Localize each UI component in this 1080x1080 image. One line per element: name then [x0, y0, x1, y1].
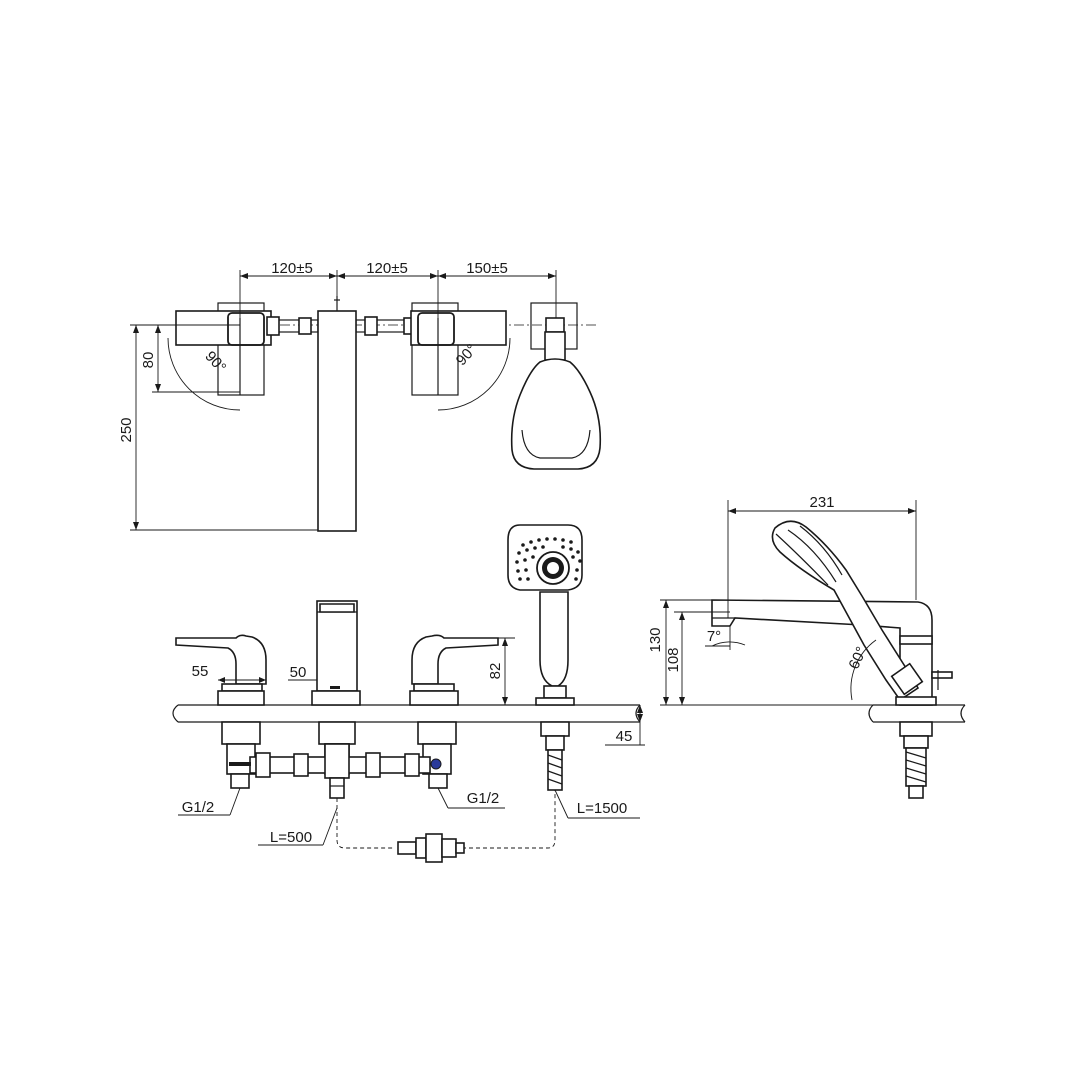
front-hoses [336, 790, 556, 863]
dim-height-250: 250 [118, 417, 135, 442]
dim-thread-left: G1/2 [182, 799, 215, 816]
top-hand-shower [510, 302, 602, 470]
dim-hose-500: L=500 [270, 829, 312, 846]
front-dims: 55 50 82 45 G1/2 G1/2 L=500 L=15 [178, 637, 645, 846]
dim-length-231: 231 [809, 494, 834, 511]
dim-height-50: 50 [290, 664, 307, 681]
dim-height-82: 82 [487, 663, 504, 680]
front-left-handle [175, 634, 267, 789]
front-manifold [229, 743, 431, 799]
side-hand-shower [771, 520, 924, 702]
top-spacing-dims: 120±5 120±5 150±5 [239, 260, 557, 318]
front-hand-shower [507, 524, 583, 791]
front-view: 55 50 82 45 G1/2 G1/2 L=500 L=15 [172, 524, 645, 863]
top-right-handle [410, 302, 511, 411]
dim-angle-left: 90° [201, 348, 229, 376]
side-view: 231 130 108 7° 60° [647, 494, 966, 799]
dim-height-55: 55 [192, 663, 209, 680]
side-under-deck [895, 696, 937, 799]
top-view: 120±5 120±5 150±5 80 250 90° 90° [118, 260, 602, 532]
dim-spacing-left: 120±5 [271, 260, 313, 277]
dim-deck-45: 45 [616, 728, 633, 745]
dim-spacing-right: 150±5 [466, 260, 508, 277]
dim-height-108: 108 [665, 647, 682, 672]
dim-height-80: 80 [140, 352, 157, 369]
top-height-dims: 80 250 90° 90° [118, 324, 481, 531]
front-deck [172, 704, 641, 723]
top-spout [317, 296, 357, 532]
dim-height-130: 130 [647, 627, 664, 652]
dim-thread-right: G1/2 [467, 790, 500, 807]
dim-hose-1500: L=1500 [577, 800, 627, 817]
shower-nozzles [515, 537, 582, 581]
side-spout [711, 599, 953, 706]
dim-angle-7: 7° [707, 628, 721, 645]
side-deck [868, 704, 966, 723]
dim-spacing-mid: 120±5 [366, 260, 408, 277]
